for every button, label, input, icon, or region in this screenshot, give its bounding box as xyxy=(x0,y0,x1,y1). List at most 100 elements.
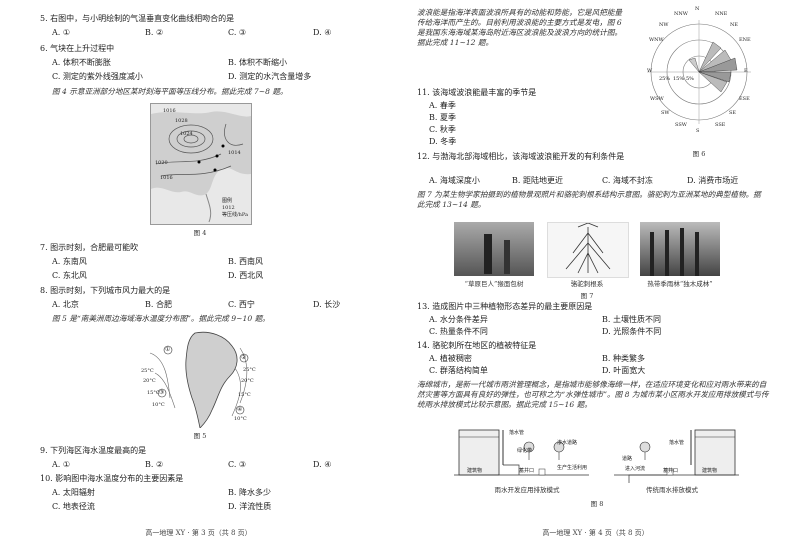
fig6-caption: 图 6 xyxy=(692,150,706,158)
fig8-label-drain-1: 蓄井口 xyxy=(519,468,535,474)
fig7-caption: 图 7 xyxy=(580,292,594,300)
fig6-pct-5: 5% xyxy=(686,76,694,82)
right-footer: 高一地理 XY · 第 4 页（共 8 页） xyxy=(542,528,649,537)
fig8-label-drain-2: 蓄井口 xyxy=(663,468,679,474)
fig6-dir-sse: SSE xyxy=(715,122,726,128)
root-system-graphic xyxy=(565,222,611,274)
isobar-map-graphic xyxy=(151,104,251,224)
q11-opt-a[interactable]: A. 春季 xyxy=(429,101,456,110)
q10-opt-b[interactable]: B. 降水多少 xyxy=(228,488,271,497)
q8-opt-b[interactable]: B. 合肥 xyxy=(145,300,172,309)
fig6-dir-wsw: WSW xyxy=(650,96,664,102)
fig6-dir-wnw: WNW xyxy=(649,37,664,43)
fig7-label-banyan: 热带季雨林“独木成林” xyxy=(647,280,713,288)
q11-opt-b[interactable]: B. 夏季 xyxy=(429,113,456,122)
q12-opt-d[interactable]: D. 消费市场近 xyxy=(687,176,739,185)
south-america-graphic xyxy=(149,331,249,429)
fig8-caption-sponge: 雨水开发应用排放模式 xyxy=(494,486,560,494)
fig8-label-permeable-road: 渗水道路 xyxy=(557,440,578,446)
q9-opt-d[interactable]: D. ④ xyxy=(313,460,332,469)
fig5-temp-w2: 20°C xyxy=(143,378,156,384)
q6-opt-d[interactable]: D. 测定的水汽含量增多 xyxy=(228,72,312,81)
q5-opt-c[interactable]: C. ③ xyxy=(228,28,247,37)
q10-opt-a[interactable]: A. 太阳辐射 xyxy=(52,488,95,497)
fig5-region-2: ② xyxy=(241,354,247,361)
fig5-temp-e2: 20°C xyxy=(241,378,254,384)
q7-opt-c[interactable]: C. 东北风 xyxy=(52,271,87,280)
fig8-label-building-2: 建筑物 xyxy=(702,468,718,474)
q14-stem: 14. 骆驼刺所在地区的植被特征是 xyxy=(417,341,537,350)
fig8-intro: 海绵城市，是新一代城市雨洪管理概念，是指城市能够像海绵一样，在适应环境变化和应对… xyxy=(417,380,769,410)
fig8-label-greenbelt: 绿化带 xyxy=(517,448,533,454)
q8-opt-a[interactable]: A. 北京 xyxy=(52,300,79,309)
left-footer: 高一地理 XY · 第 3 页（共 8 页） xyxy=(145,528,252,537)
q11-stem: 11. 该海域波浪能最丰富的季节是 xyxy=(417,88,537,97)
q14-opt-c[interactable]: C. 群落结构简单 xyxy=(429,366,488,375)
fig4-label-1024: 1024 xyxy=(180,131,193,137)
fig8-label-reuse: 生产生活利用 xyxy=(557,465,588,471)
fig5-map xyxy=(140,328,260,429)
q7-opt-d[interactable]: D. 西北风 xyxy=(228,271,264,280)
fig4-intro: 图 4 示意亚洲部分地区某时刻海平面等压线分布。据此完成 7~8 题。 xyxy=(52,87,288,96)
fig5-region-3: ③ xyxy=(159,389,165,396)
q13-opt-c[interactable]: C. 热量条件不同 xyxy=(429,327,488,336)
sponge-city-graphic xyxy=(454,429,739,483)
fig4-label-1016b: 1016 xyxy=(160,175,173,181)
q13-opt-b[interactable]: B. 土壤性质不同 xyxy=(602,315,661,324)
fig7-photo-baobab xyxy=(454,222,534,276)
fig5-temp-w4: 10°C xyxy=(152,402,165,408)
fig6-dir-nnw: NNW xyxy=(674,11,688,17)
q9-opt-b[interactable]: B. ② xyxy=(145,460,164,469)
fig8-label-building-1: 建筑物 xyxy=(467,468,483,474)
q10-opt-d[interactable]: D. 洋流性质 xyxy=(228,502,272,511)
q5-opt-b[interactable]: B. ② xyxy=(145,28,164,37)
fig5-temp-e1: 25°C xyxy=(243,367,256,373)
q11-opt-d[interactable]: D. 冬季 xyxy=(429,137,457,146)
fig4-label-1016a: 1016 xyxy=(163,108,176,114)
fig4-label-1020: 1020 xyxy=(155,160,168,166)
q5-opt-a[interactable]: A. ① xyxy=(52,28,71,37)
q6-opt-b[interactable]: B. 体积不断缩小 xyxy=(228,58,287,67)
fig5-caption: 图 5 xyxy=(193,432,207,440)
fig7-photo-camelthorn-roots xyxy=(547,222,629,278)
q9-stem: 9. 下列海区海水温度最高的是 xyxy=(40,446,147,455)
q13-opt-a[interactable]: A. 水分条件差异 xyxy=(429,315,488,324)
q12-opt-a[interactable]: A. 海域深度小 xyxy=(429,176,480,185)
fig6-dir-se: SE xyxy=(729,110,737,116)
q7-opt-a[interactable]: A. 东南风 xyxy=(52,257,87,266)
q6-opt-a[interactable]: A. 体积不断膨胀 xyxy=(52,58,111,67)
q12-opt-b[interactable]: B. 距陆地更近 xyxy=(512,176,563,185)
q5-opt-d[interactable]: D. ④ xyxy=(313,28,332,37)
fig4-label-1014: 1014 xyxy=(228,150,241,156)
q9-opt-c[interactable]: C. ③ xyxy=(228,460,247,469)
fig6-rose xyxy=(633,6,765,144)
fig5-region-1: ① xyxy=(165,346,171,353)
q9-opt-a[interactable]: A. ① xyxy=(52,460,71,469)
q8-opt-d[interactable]: D. 长沙 xyxy=(313,300,341,309)
fig8-caption: 图 8 xyxy=(590,500,604,508)
q13-opt-d[interactable]: D. 光照条件不同 xyxy=(602,327,662,336)
fig4-map xyxy=(150,103,252,225)
q6-opt-c[interactable]: C. 测定的紫外线强度减小 xyxy=(52,72,143,81)
q14-opt-a[interactable]: A. 植被稠密 xyxy=(429,354,472,363)
q12-opt-c[interactable]: C. 海域不封冻 xyxy=(602,176,653,185)
q14-opt-b[interactable]: B. 种类繁多 xyxy=(602,354,645,363)
q11-opt-c[interactable]: C. 秋季 xyxy=(429,125,456,134)
fig6-dir-s: S xyxy=(696,128,700,134)
q7-opt-b[interactable]: B. 西南风 xyxy=(228,257,263,266)
fig8-diagram xyxy=(449,425,749,495)
fig6-dir-nw: NW xyxy=(659,22,669,28)
q7-stem: 7. 图示时刻，合肥最可能吹 xyxy=(40,243,139,252)
right-page: 波浪能是指海洋表面波浪所具有的动能和势能，它是风把能量传给海洋而产生的。目前利用… xyxy=(397,0,794,546)
fig5-intro: 图 5 是“南美洲周边海域海水温度分布图”。据此完成 9~10 题。 xyxy=(52,314,270,323)
fig6-pct-15: 15% xyxy=(673,76,685,82)
fig8-label-downpipe-2: 落水管 xyxy=(669,440,685,446)
fig5-temp-w3: 15°C xyxy=(147,390,160,396)
fig6-dir-ese: ESE xyxy=(739,96,750,102)
q8-opt-c[interactable]: C. 西宁 xyxy=(228,300,255,309)
q14-opt-d[interactable]: D. 叶面宽大 xyxy=(602,366,646,375)
q10-opt-c[interactable]: C. 地表径流 xyxy=(52,502,95,511)
fig7-label-baobab: “草原巨人”猴面包树 xyxy=(464,280,524,288)
left-page: 5. 右图中，与小明绘制的气温垂直变化曲线相吻合的是 A. ① B. ② C. … xyxy=(40,14,341,537)
fig8-label-river: 进入河流 xyxy=(625,466,646,472)
